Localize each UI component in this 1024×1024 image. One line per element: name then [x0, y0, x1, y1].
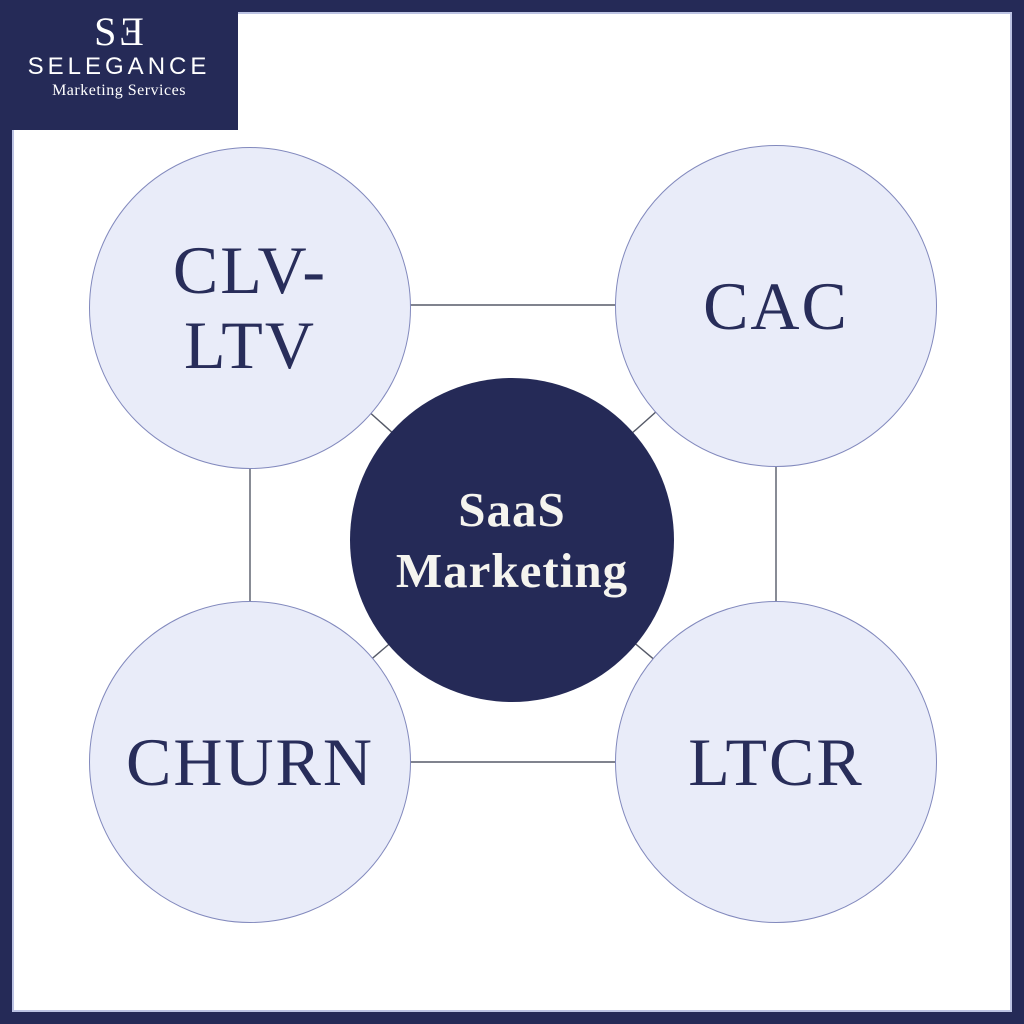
monogram-letter-e: Ǝ	[119, 9, 144, 54]
node-clv-ltv-label: CLV-LTV	[172, 232, 328, 383]
hub-saas-marketing: SaaS Marketing	[350, 378, 674, 702]
brand-monogram-icon: S Ǝ	[94, 9, 144, 54]
node-clv-ltv: CLV-LTV	[89, 147, 411, 469]
node-cac: CAC	[615, 145, 937, 467]
hub-label: SaaS Marketing	[395, 481, 629, 598]
brand-logo: S Ǝ SELEGANCE Marketing Services	[0, 0, 238, 130]
node-churn: CHURN	[89, 601, 411, 923]
node-cac-label: CAC	[703, 267, 849, 344]
brand-tagline: Marketing Services	[52, 82, 186, 99]
monogram-letter-s: S	[94, 9, 117, 54]
node-churn-label: CHURN	[125, 723, 375, 800]
brand-name: SELEGANCE	[27, 53, 211, 80]
node-ltcr-label: LTCR	[688, 723, 864, 800]
node-ltcr: LTCR	[615, 601, 937, 923]
